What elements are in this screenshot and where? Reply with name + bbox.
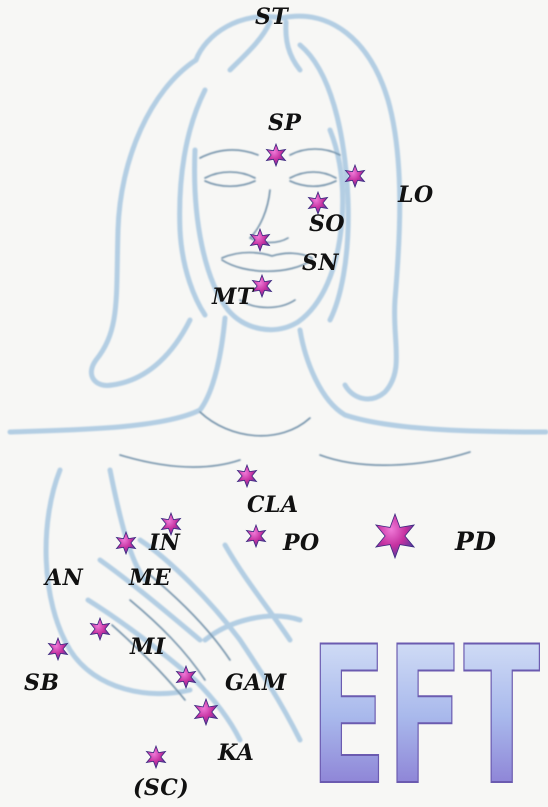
eft-logo: EFT — [310, 606, 540, 807]
label-an: AN — [45, 567, 83, 589]
star-mt — [253, 275, 272, 297]
label-me: ME — [129, 567, 171, 589]
star-pd — [376, 514, 414, 558]
label-sn: SN — [302, 252, 339, 274]
label-in: IN — [149, 532, 180, 554]
label-so: SO — [309, 213, 345, 235]
star-mi — [91, 618, 110, 640]
label-mt: MT — [212, 286, 254, 308]
label-lo: LO — [398, 184, 434, 206]
label-ka: KA — [218, 742, 254, 764]
star-cla — [238, 465, 257, 487]
label-po: PO — [283, 532, 320, 554]
label-mi: MI — [130, 636, 166, 658]
star-po — [247, 525, 266, 547]
label-gam: GAM — [225, 672, 287, 694]
label-pd: PD — [455, 529, 496, 554]
star-sc — [147, 746, 166, 768]
label-sp: SP — [268, 112, 301, 134]
svg-text:EFT: EFT — [310, 606, 540, 807]
label-sc: (SC) — [133, 777, 189, 799]
label-cla: CLA — [247, 494, 299, 516]
label-sb: SB — [24, 672, 59, 694]
label-st: ST — [255, 6, 288, 28]
star-sp — [267, 144, 286, 166]
